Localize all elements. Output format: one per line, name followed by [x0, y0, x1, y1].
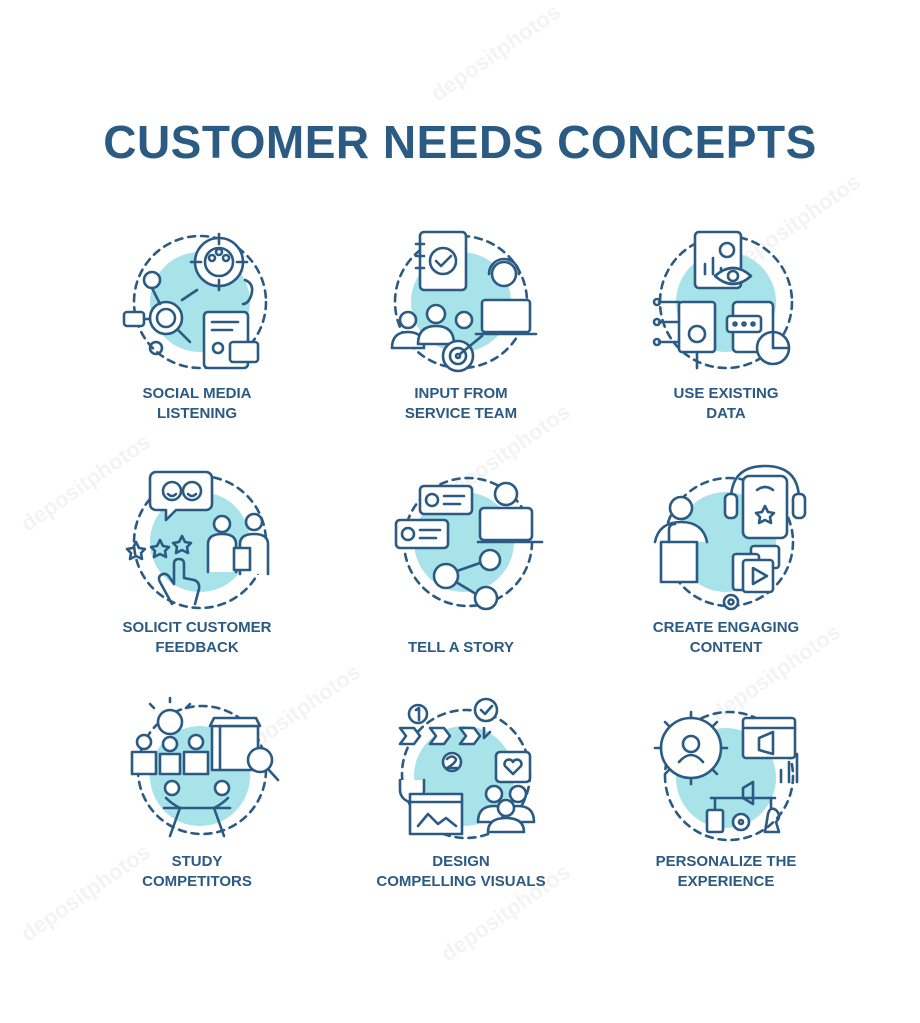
- concept-create-engaging-content: CREATE ENGAGING CONTENT: [576, 464, 876, 658]
- storytelling-icon: [394, 476, 544, 611]
- concept-personalize-the-experience: PERSONALIZE THE EXPERIENCE: [576, 698, 876, 892]
- concept-label: DESIGN COMPELLING VISUALS: [376, 853, 546, 890]
- concept-solicit-customer-feedback: SOLICIT CUSTOMER FEEDBACK: [47, 464, 347, 658]
- personalize-experience-icon: [653, 710, 799, 842]
- concept-label: SOCIAL MEDIA LISTENING: [142, 385, 252, 422]
- concept-label: SOLICIT CUSTOMER FEEDBACK: [122, 619, 272, 656]
- concept-label: CREATE ENGAGING CONTENT: [652, 619, 800, 656]
- concept-label: TELL A STORY: [407, 639, 515, 656]
- compelling-visuals-icon: [398, 697, 536, 840]
- concept-label: STUDY COMPETITORS: [142, 853, 252, 890]
- concept-label: PERSONALIZE THE EXPERIENCE: [655, 853, 797, 890]
- concept-use-existing-data: USE EXISTING DATA: [576, 230, 876, 424]
- engaging-content-icon: [653, 464, 807, 611]
- concept-tell-a-story: TELL A STORY: [311, 464, 611, 658]
- watermark: depositphotos: [426, 0, 565, 107]
- concept-label: INPUT FROM SERVICE TEAM: [404, 385, 518, 422]
- concept-design-compelling-visuals: DESIGN COMPELLING VISUALS: [311, 697, 611, 892]
- concept-input-from-service-team: INPUT FROM SERVICE TEAM: [311, 230, 611, 424]
- page-title: CUSTOMER NEEDS CONCEPTS: [103, 116, 817, 168]
- concept-social-media-listening: SOCIAL MEDIA LISTENING: [47, 230, 347, 424]
- customer-feedback-icon: [125, 470, 270, 610]
- study-competitors-icon: [130, 696, 280, 838]
- concept-label: USE EXISTING DATA: [673, 385, 779, 422]
- existing-data-icon: [652, 230, 794, 370]
- concept-study-competitors: STUDY COMPETITORS: [47, 696, 347, 892]
- social-media-listening-icon: [122, 232, 268, 370]
- service-team-input-icon: [390, 230, 538, 373]
